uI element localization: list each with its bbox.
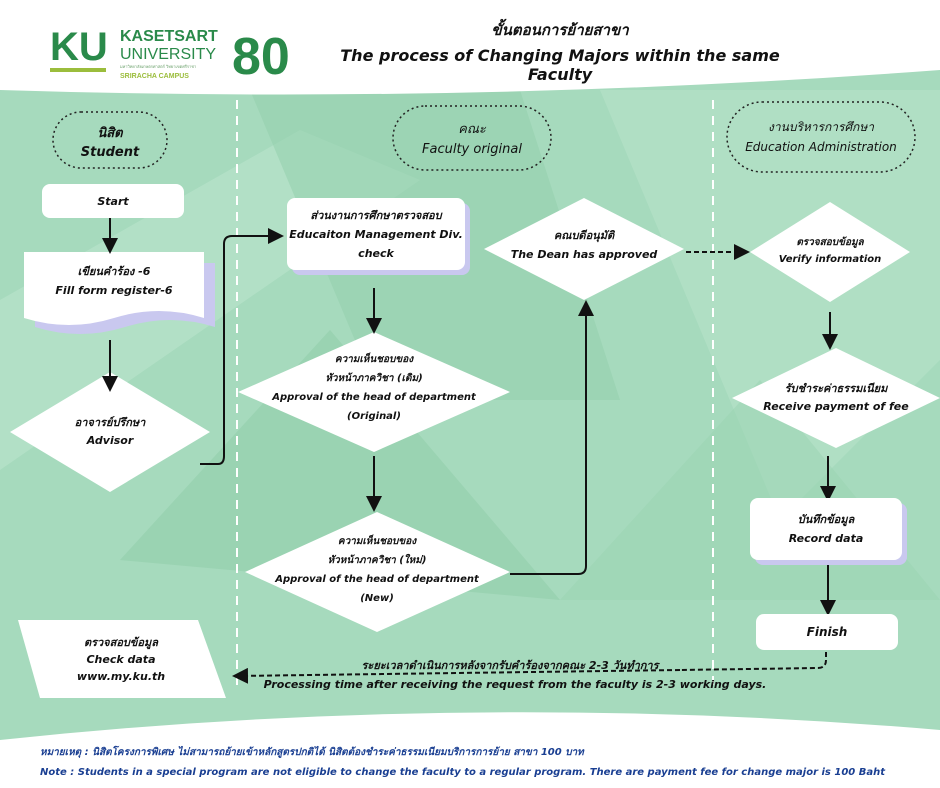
kasetsart-logo: KU KASETSART UNIVERSITY มหาวิทยาลัยเกษตร…	[44, 8, 306, 86]
head-original-en2: (Original)	[347, 411, 401, 422]
head-original-th2: หัวหน้าภาควิชา (เดิม)	[325, 373, 423, 384]
fill-form-text: เขียนคำร้อง -6 Fill form register-6	[24, 262, 204, 300]
finish-box: Finish	[756, 614, 898, 650]
head-new-diamond	[245, 512, 510, 632]
finish-label: Finish	[806, 625, 848, 639]
processing-time-en: Processing time after receiving the requ…	[263, 678, 767, 691]
dean-text: คณบดีอนุมัติ The Dean has approved	[494, 226, 674, 264]
lane-admin-en: Education Administration	[745, 140, 897, 154]
fill-form-shape	[24, 252, 204, 325]
title-thai: ขั้นตอนการย้ายสาขา	[491, 21, 629, 39]
processing-time-th: ระยะเวลาดำเนินการหลังจากรับคำร้องจากคณะ …	[361, 659, 659, 672]
head-new-th2: หัวหน้าภาควิชา (ใหม่)	[327, 555, 427, 566]
check-data-url: www.my.ku.th	[76, 670, 166, 683]
note-english: Note : Students in a special program are…	[40, 767, 885, 778]
record-en: Record data	[788, 532, 864, 545]
lane-faculty-en: Faculty original	[422, 142, 522, 157]
dean-en: The Dean has approved	[510, 248, 658, 261]
verify-diamond	[750, 202, 910, 302]
edu-check-th: ส่วนงานการศึกษาตรวจสอบ	[310, 208, 442, 222]
edu-check-en1: Educaiton Management Div.	[289, 227, 463, 241]
lane-faculty-th: คณะ	[458, 122, 486, 137]
check-data-en: Check data	[86, 653, 156, 666]
check-data-shape	[18, 620, 226, 698]
advisor-th: อาจารย์ปรึกษา	[74, 416, 146, 429]
payment-text: รับชำระค่าธรรมเนียม Receive payment of f…	[752, 380, 920, 416]
start-label: Start	[97, 194, 129, 208]
note-thai: หมายเหตุ : นิสิตโครงการพิเศษ ไม่สามารถย้…	[40, 747, 584, 758]
logo-tagline-text: มหาวิทยาลัยเกษตรศาสตร์ วิทยาเขตศรีราชา	[120, 64, 196, 69]
lane-student-en: Student	[80, 145, 140, 160]
payment-th: รับชำระค่าธรรมเนียม	[784, 382, 888, 395]
advisor-en: Advisor	[86, 434, 134, 447]
payment-diamond	[732, 348, 940, 448]
head-new-en2: (New)	[360, 593, 394, 604]
head-new-th1: ความเห็นชอบของ	[337, 536, 417, 547]
head-original-text: ความเห็นชอบของ หัวหน้าภาควิชา (เดิม) App…	[254, 350, 494, 426]
logo-80-text: 80	[232, 28, 290, 84]
fill-form-en: Fill form register-6	[55, 284, 173, 297]
logo-kasetsart-text: KASETSART	[120, 28, 218, 45]
fill-form-th: เขียนคำร้อง -6	[77, 265, 151, 278]
head-original-en: Approval of the head of department	[272, 392, 476, 403]
logo-campus-text: SRIRACHA CAMPUS	[120, 73, 189, 80]
lane-student-th: นิสิต	[97, 126, 123, 141]
check-data-th: ตรวจสอบข้อมูล	[83, 636, 159, 649]
logo-university-text: UNIVERSITY	[120, 46, 216, 63]
lane-student: นิสิต Student	[53, 122, 167, 160]
verify-en: Verify information	[778, 254, 882, 265]
check-data-text: ตรวจสอบข้อมูล Check data www.my.ku.th	[36, 634, 206, 685]
head-new-en: Approval of the head of department	[275, 574, 479, 585]
verify-th: ตรวจสอบข้อมูล	[796, 237, 864, 248]
page-title: ขั้นตอนการย้ายสาขา The process of Changi…	[320, 18, 800, 84]
lane-faculty: คณะ Faculty original	[393, 118, 551, 157]
head-original-diamond	[238, 332, 510, 452]
dean-th: คณบดีอนุมัติ	[553, 229, 615, 242]
lane-admin: งานบริหารการศึกษา Education Administrati…	[727, 118, 915, 154]
start-box: Start	[42, 184, 184, 218]
advisor-diamond	[10, 372, 210, 492]
title-english: The process of Changing Majors within th…	[340, 46, 780, 84]
head-new-text: ความเห็นชอบของ หัวหน้าภาควิชา (ใหม่) App…	[257, 532, 497, 608]
payment-en: Receive payment of fee	[763, 400, 909, 413]
record-th: บันทึกข้อมูล	[797, 513, 855, 526]
head-original-th1: ความเห็นชอบของ	[334, 354, 414, 365]
advisor-text: อาจารย์ปรึกษา Advisor	[30, 414, 190, 450]
dean-diamond	[484, 198, 684, 300]
verify-text: ตรวจสอบข้อมูล Verify information	[760, 234, 900, 268]
lane-admin-th: งานบริหารการศึกษา	[768, 120, 874, 134]
record-box: บันทึกข้อมูล Record data	[750, 498, 902, 560]
logo-ku-text: KU	[50, 25, 108, 69]
edu-check-en2: check	[358, 246, 394, 260]
edu-check-box: ส่วนงานการศึกษาตรวจสอบ Educaiton Managem…	[287, 198, 465, 270]
